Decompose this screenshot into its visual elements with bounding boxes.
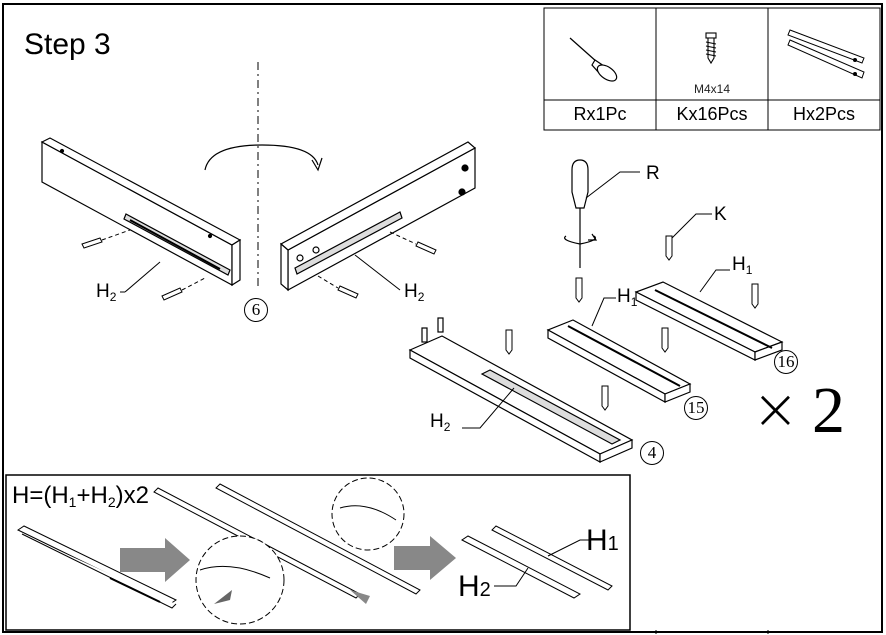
part-k-spec: M4x14	[693, 82, 731, 96]
right-panel-screws	[317, 231, 437, 299]
callout-h2-left: H2	[96, 281, 117, 304]
page-border	[2, 3, 883, 633]
inset-rail-closed	[16, 525, 178, 609]
part-number-15: 15	[684, 396, 708, 420]
h1-mid-leader	[591, 297, 616, 327]
h2-right-leader	[354, 254, 401, 291]
screwdriver-r	[564, 159, 598, 268]
part-number-4: 4	[640, 441, 664, 465]
board-4	[408, 317, 634, 464]
multiply-count: 2	[812, 374, 845, 447]
callout-r: R	[646, 163, 660, 184]
callout-h1-mid: H1	[617, 286, 638, 309]
part-r-label: Rx1Pc	[573, 104, 627, 124]
inset-h2-leader	[494, 567, 529, 587]
h2-bottom-leader	[462, 387, 515, 429]
right-side-panel	[279, 141, 477, 292]
part-number-6: 6	[244, 298, 268, 322]
part-k-label: Kx16Pcs	[676, 104, 748, 124]
parts-table	[543, 7, 881, 131]
rotation-arrow	[204, 144, 319, 171]
rail-formula: H=(H1+H2)x2	[12, 482, 149, 510]
r-leader	[585, 171, 640, 199]
callout-h2-right: H2	[404, 281, 425, 304]
inset-arrow-2	[394, 536, 456, 580]
h2-left-leader	[124, 261, 161, 293]
inset-h1-leader	[547, 539, 594, 557]
left-side-panel	[40, 137, 242, 287]
part-number-16: 16	[774, 350, 798, 374]
inset-rail-separated	[461, 525, 613, 599]
callout-k: K	[714, 204, 727, 225]
inset-box	[5, 474, 631, 631]
part-h-label: Hx2Pcs	[792, 104, 855, 124]
inset-label-h2: H2	[458, 570, 491, 603]
step-title: Step 3	[24, 28, 111, 61]
inset-arrow-1	[120, 538, 190, 582]
k-screws	[505, 235, 759, 411]
h1-upper-leader	[699, 269, 730, 293]
screwdriver-icon	[569, 37, 618, 82]
board-16	[634, 281, 784, 361]
board-15	[546, 319, 692, 404]
callout-h2-bottom: H2	[430, 411, 451, 434]
callout-h1-upper: H1	[732, 254, 753, 277]
multiply-sign: ×	[752, 377, 799, 442]
k-leader	[671, 213, 712, 239]
slide-rail-icon	[787, 29, 865, 79]
inset-detail-circle-1	[195, 535, 285, 625]
inset-detail-circle-2	[331, 477, 405, 551]
screw-icon	[705, 32, 717, 65]
inset-label-h1: H1	[586, 524, 619, 557]
left-panel-screws	[81, 229, 206, 301]
